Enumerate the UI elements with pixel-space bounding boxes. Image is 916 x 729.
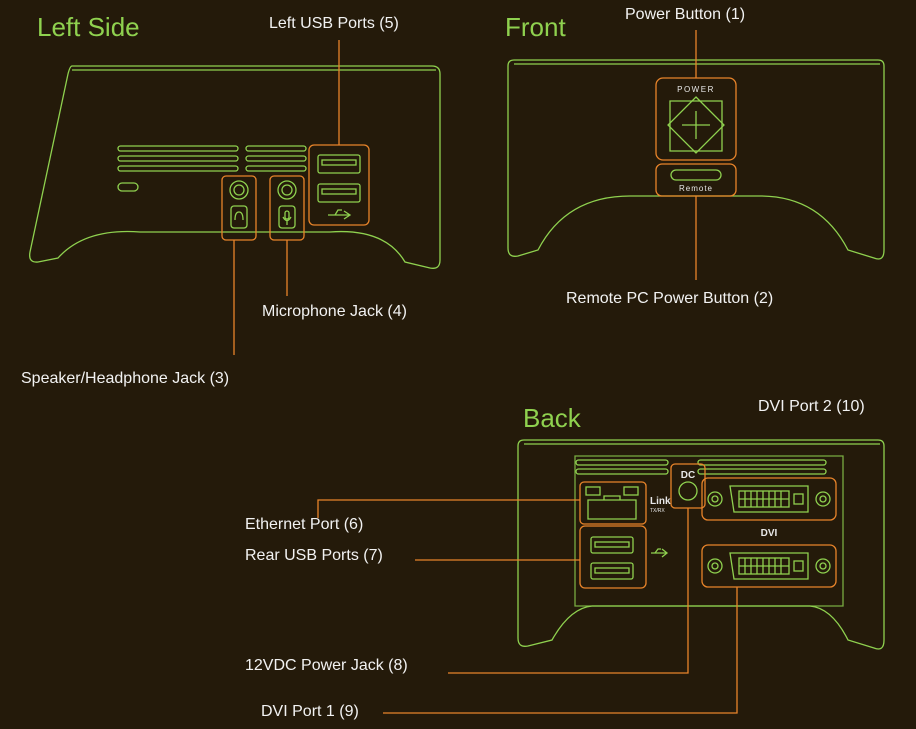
dvi2-label: DVI Port 2 (10) [758, 398, 865, 415]
back-title: Back [523, 403, 581, 433]
dvi1-label: DVI Port 1 (9) [261, 703, 359, 720]
microphone-jack-icon [269, 175, 305, 241]
left-side-device [29, 40, 441, 355]
left-usb-ports-icon [308, 144, 370, 226]
left-side-title: Left Side [37, 12, 140, 42]
dvi-text: DVI [761, 528, 778, 539]
remote-text: Remote [679, 184, 713, 193]
remote-pc-label: Remote PC Power Button (2) [566, 290, 774, 307]
headphone-jack-icon [221, 175, 257, 241]
link-text: Link [650, 496, 671, 507]
front-title: Front [505, 12, 566, 42]
power-button-label: Power Button (1) [625, 6, 746, 23]
dc-text: DC [681, 470, 695, 481]
ethernet-label: Ethernet Port (6) [245, 516, 364, 533]
front-device: POWER Remote [507, 30, 885, 280]
power-button-icon: POWER [655, 77, 737, 161]
microphone-label: Microphone Jack (4) [262, 303, 407, 320]
back-vents [575, 459, 827, 475]
ethernet-port-icon: Link TX/RX [579, 481, 671, 525]
txrx-text: TX/RX [650, 508, 665, 514]
power-jack-label: 12VDC Power Jack (8) [245, 657, 408, 674]
back-device: DC Link TX/RX [317, 439, 885, 714]
rear-usb-label: Rear USB Ports (7) [245, 547, 383, 564]
dc-power-jack-icon: DC [670, 463, 706, 509]
dvi-port-2-icon [701, 477, 837, 521]
rear-usb-ports-icon [579, 525, 669, 589]
remote-pc-button-icon: Remote [655, 163, 737, 197]
side-vents [117, 145, 307, 192]
power-text: POWER [677, 85, 715, 94]
dvi-port-1-icon [701, 544, 837, 588]
left-usb-label: Left USB Ports (5) [269, 15, 399, 32]
speaker-label: Speaker/Headphone Jack (3) [21, 370, 230, 387]
